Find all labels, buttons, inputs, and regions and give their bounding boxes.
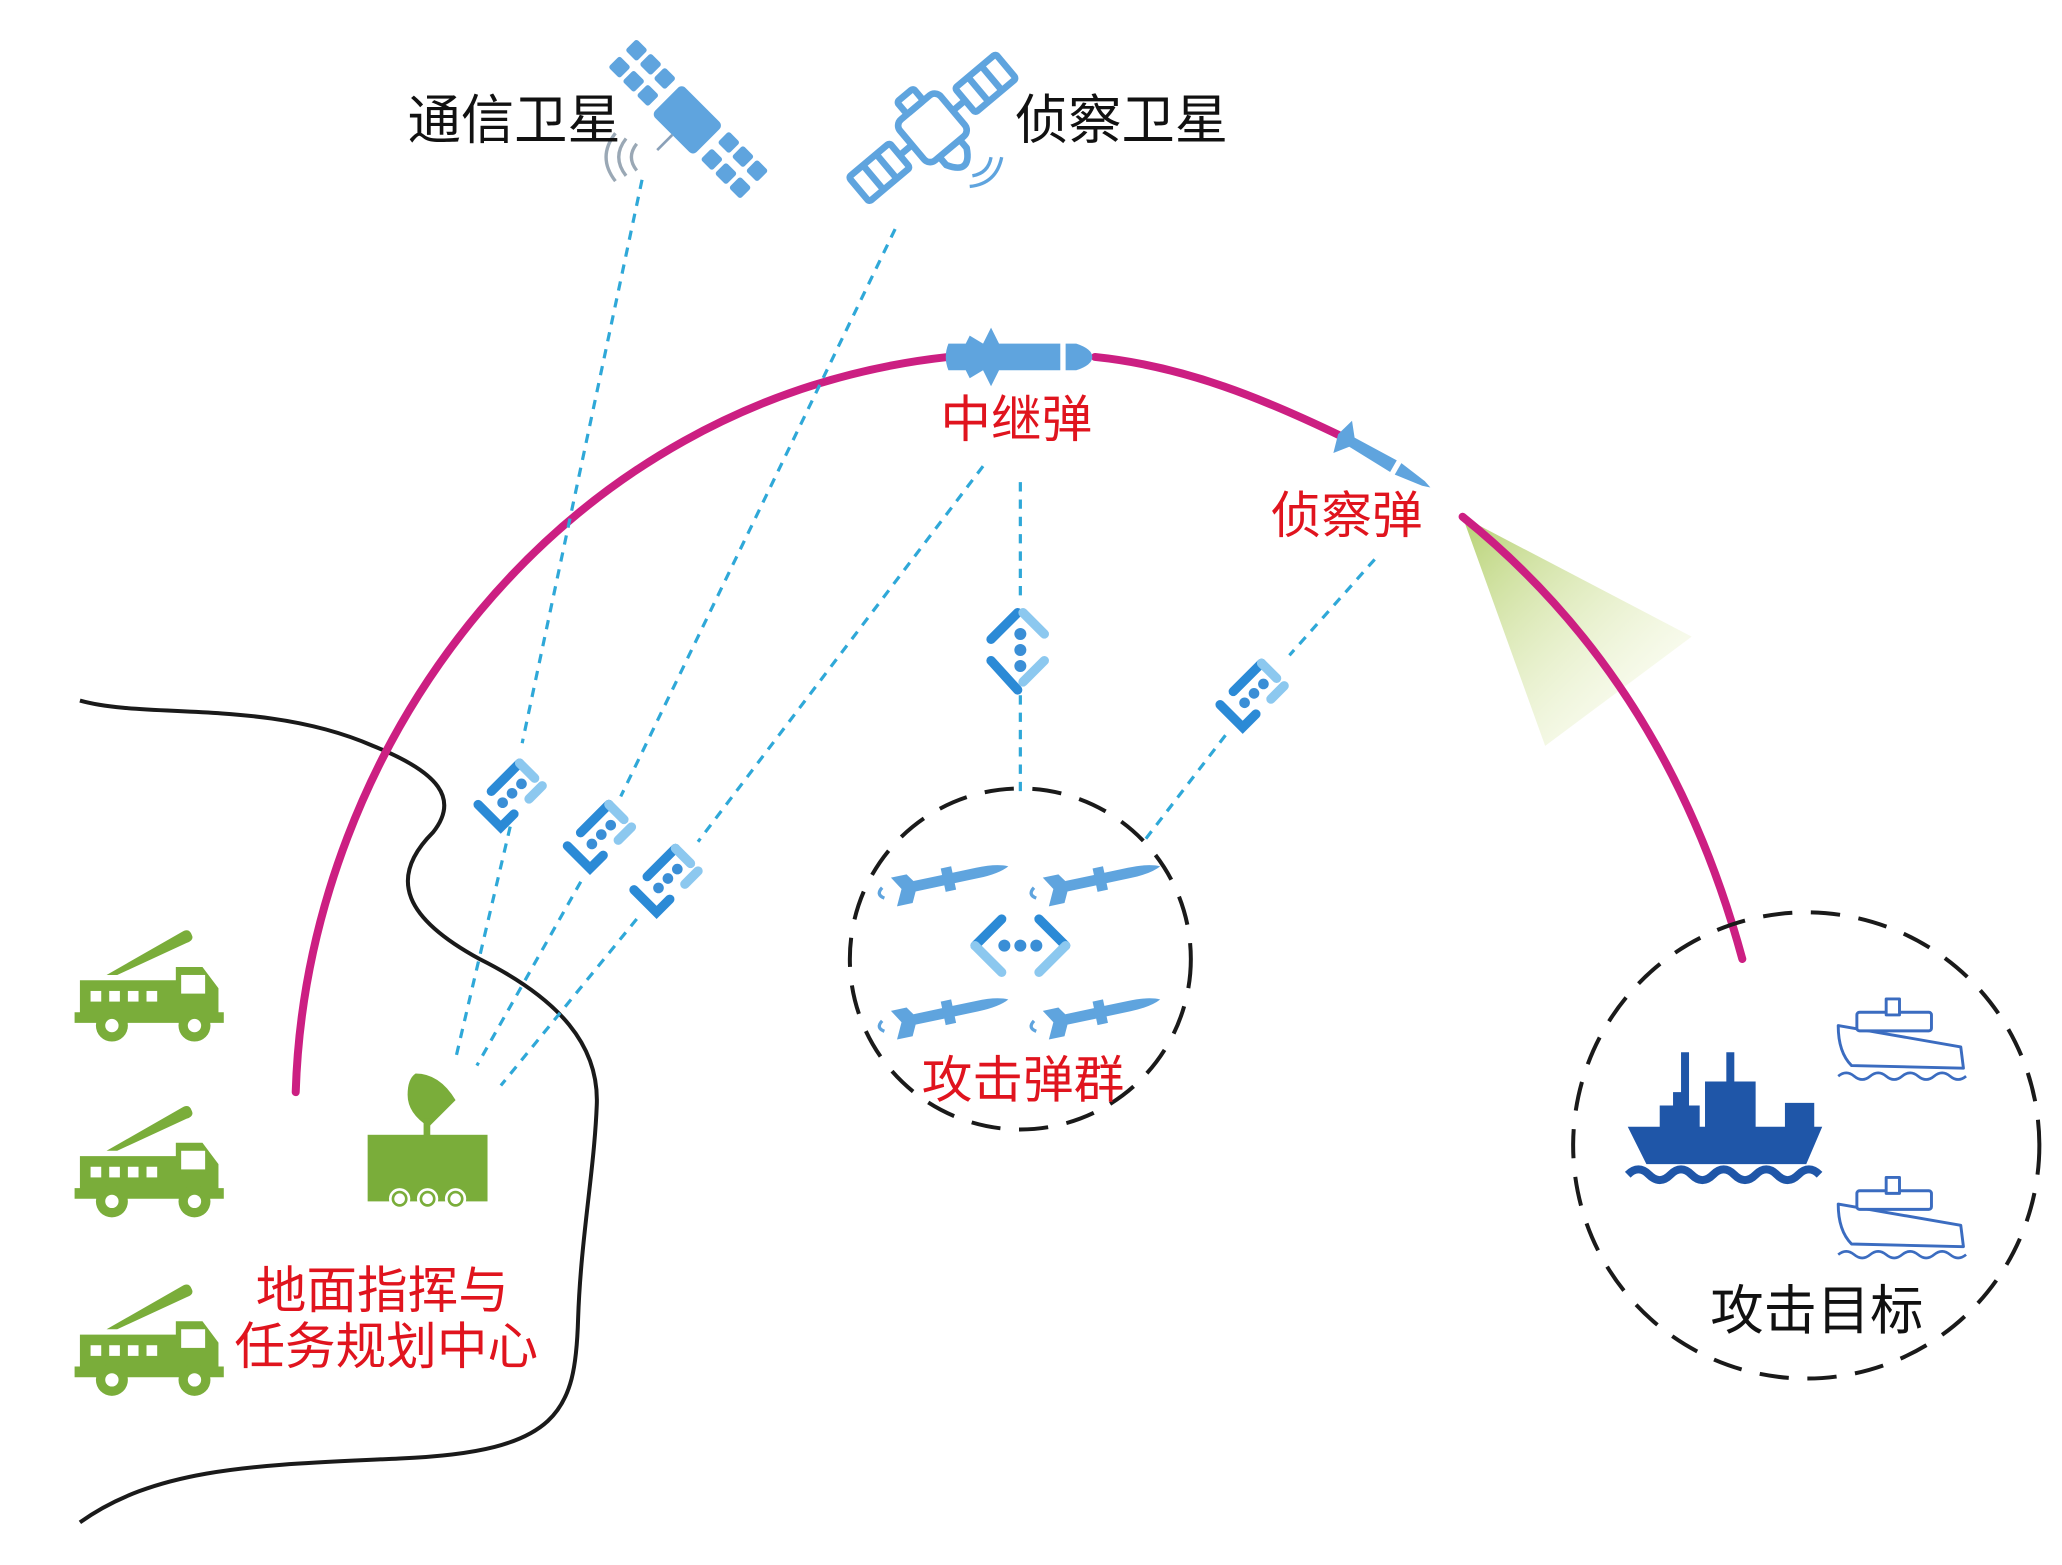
swarm-missile-icon: [877, 865, 1009, 907]
launcher-truck-icon: [74, 1284, 224, 1396]
datalink-comm-sat: [520, 179, 644, 744]
datalink-recon-sat: [619, 228, 897, 798]
datalink-relay-missile: [696, 465, 985, 843]
swarm-missile-icon: [1029, 865, 1161, 907]
comm-satellite-label: 通信卫星: [408, 90, 621, 152]
recon-satellite-label: 侦察卫星: [1015, 90, 1228, 152]
relay-node-icon: [629, 843, 703, 920]
signal-waves-icon: [969, 156, 1004, 189]
ground-center-label-line1: 地面指挥与: [256, 1261, 509, 1320]
swarm-missile-icon: [1029, 998, 1161, 1040]
warship-icon: [1624, 1052, 1823, 1185]
swarm-missile-icon: [877, 998, 1009, 1040]
launcher-truck-icon: [74, 1106, 224, 1218]
signal-waves-icon: [604, 132, 639, 183]
datalinks: [454, 179, 1376, 1087]
comm-satellite-icon: [609, 39, 768, 198]
swarm-network-icon: [970, 914, 1071, 977]
coastline: [78, 698, 599, 1525]
recon-satellite-icon: [846, 51, 1019, 204]
trajectory-arc: [291, 352, 953, 1097]
ground-center-label-line2: 任务规划中心: [234, 1317, 538, 1376]
radar-vehicle-icon: [367, 1073, 488, 1210]
recon-missile-icon: [1333, 420, 1431, 488]
attack-swarm-label: 攻击弹群: [922, 1051, 1124, 1110]
relay-node-icon: [1215, 658, 1289, 734]
relay-missile-label: 中继弹: [940, 390, 1092, 449]
trajectory-arc-end: [1458, 512, 1747, 963]
trajectory-arc-mid: [1090, 352, 1347, 441]
relay-node-icon: [473, 758, 547, 834]
relay-node-icon: [562, 799, 637, 876]
attack-target-boundary: [1571, 910, 2042, 1381]
ship-outline-icon: [1836, 997, 1967, 1081]
ship-outline-icon: [1836, 1175, 1967, 1260]
relay-node-icon: [986, 608, 1049, 695]
relay-missile-icon: [945, 327, 1093, 387]
launcher-truck-icon: [74, 930, 224, 1042]
datalink-recon-swarm: [1144, 734, 1227, 841]
attack-target-label: 攻击目标: [1710, 1280, 1923, 1342]
datalink-comm-sat-ground: [454, 809, 516, 1060]
datalink-relay-ground: [499, 918, 638, 1087]
attack-swarm-boundary: [847, 786, 1193, 1132]
datalink-recon-missile: [1288, 558, 1376, 657]
recon-missile-label: 侦察弹: [1271, 486, 1423, 545]
datalink-recon-sat-ground: [475, 880, 583, 1067]
